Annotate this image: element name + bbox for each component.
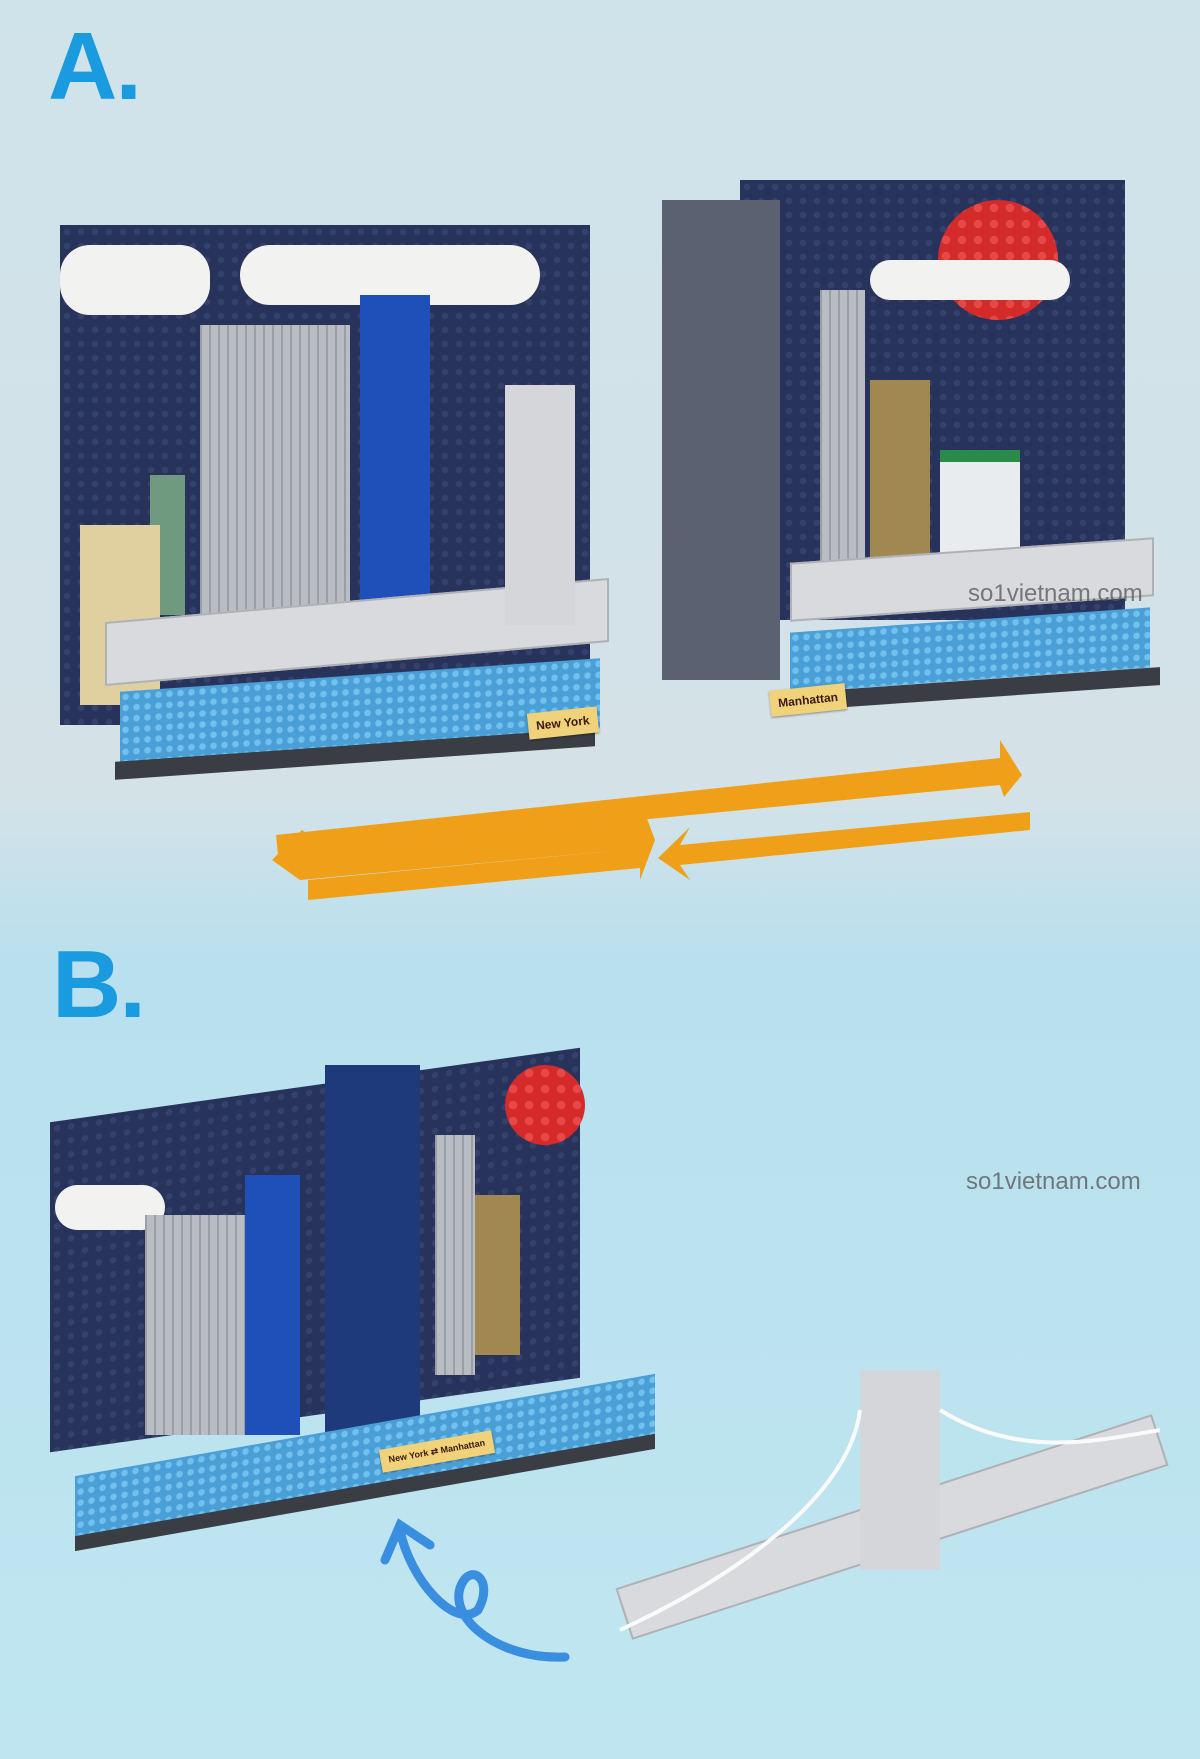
right-arrow-icon [276,740,1022,855]
cloud [870,260,1070,300]
red-sun [505,1065,585,1145]
chrysler-building [435,1135,475,1375]
curved-arrow-icon [380,1518,570,1662]
watermark: so1vietnam.com [966,1168,1141,1195]
freedom-tower [245,1175,300,1435]
sign-new-york: New York [387,1447,430,1465]
side-wall [662,200,780,680]
twin-towers [200,325,350,645]
chrysler-building [820,290,865,610]
twin-towers [145,1215,250,1435]
detached-bridge [600,1370,1180,1670]
cloud [60,245,210,315]
gold-building [475,1195,520,1355]
new-york-module: New York [60,205,609,805]
sign-manhattan: Manhattan [439,1437,486,1456]
bridge-cables [619,1408,1161,1632]
bridge-tower [860,1370,940,1570]
manhattan-module: Manhattan [660,180,1180,740]
converge-arrow-icon [658,812,1030,880]
combined-skyline-module: New York ⇄ Manhattan [45,1045,685,1552]
gold-building [870,380,930,580]
left-arrow-icon [272,800,655,900]
watermark: so1vietnam.com [968,580,1143,607]
divider-wall [325,1065,420,1465]
section-label-a: A. [48,13,142,120]
section-label-b: B. [52,931,146,1038]
bridge-tower [505,385,575,625]
freedom-tower [360,295,430,645]
